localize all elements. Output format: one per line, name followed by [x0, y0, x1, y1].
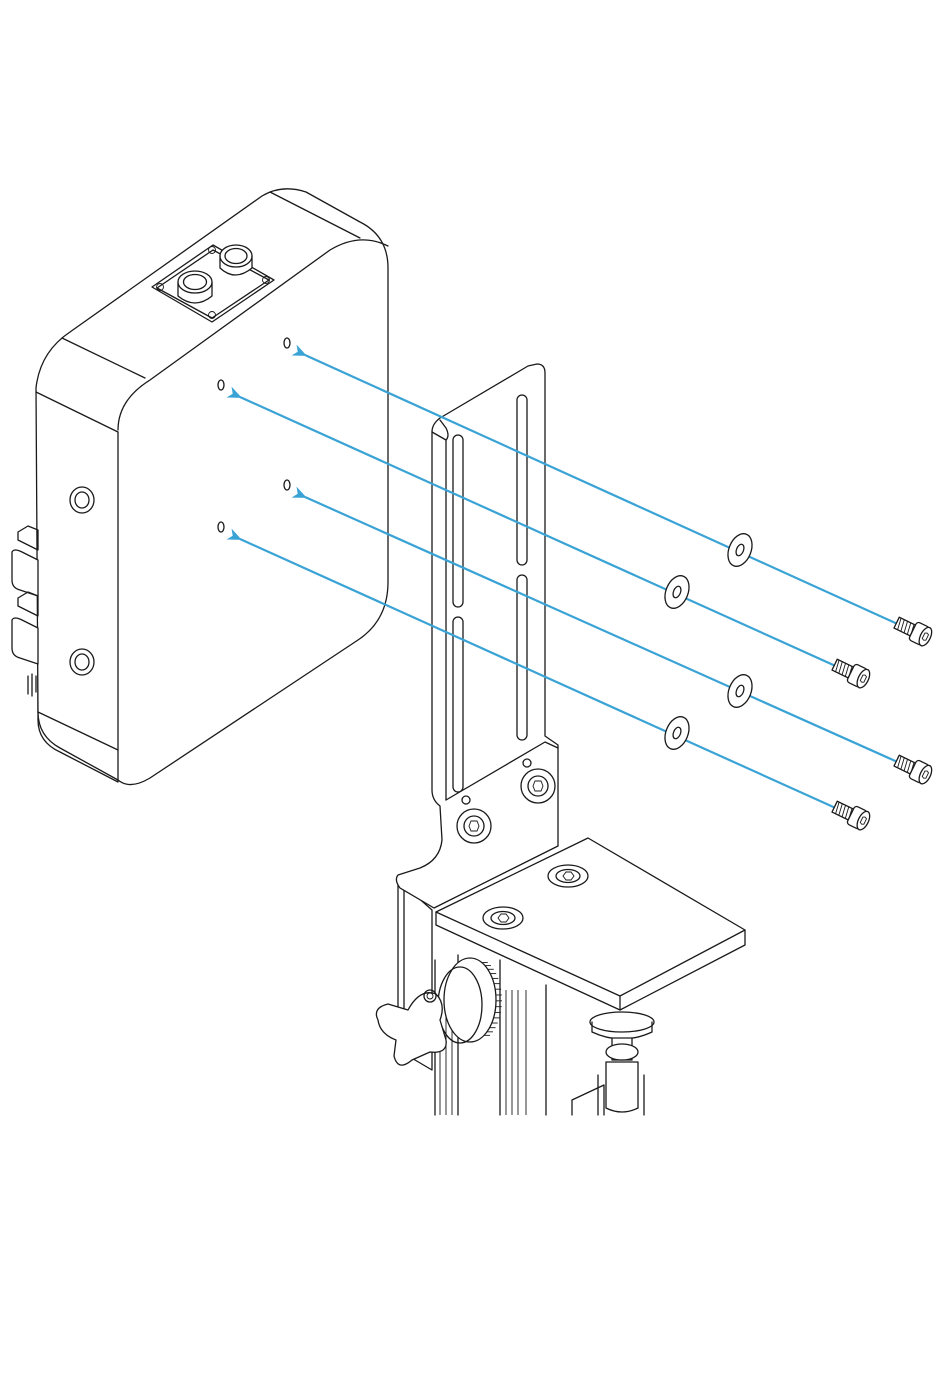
screw-2	[830, 656, 872, 690]
washer-2	[660, 572, 693, 612]
assembly-arrow-3	[305, 497, 902, 764]
mounting-bracket	[396, 364, 558, 908]
screw-1	[892, 614, 934, 648]
washer-4	[660, 713, 693, 753]
washer-set	[660, 530, 756, 753]
washer-3	[723, 671, 756, 711]
assembly-arrow-1	[305, 355, 902, 626]
washer-1	[723, 530, 756, 570]
screw-4	[830, 798, 872, 832]
screw-3	[892, 752, 934, 786]
device-box	[12, 189, 388, 785]
screw-set	[830, 614, 934, 832]
